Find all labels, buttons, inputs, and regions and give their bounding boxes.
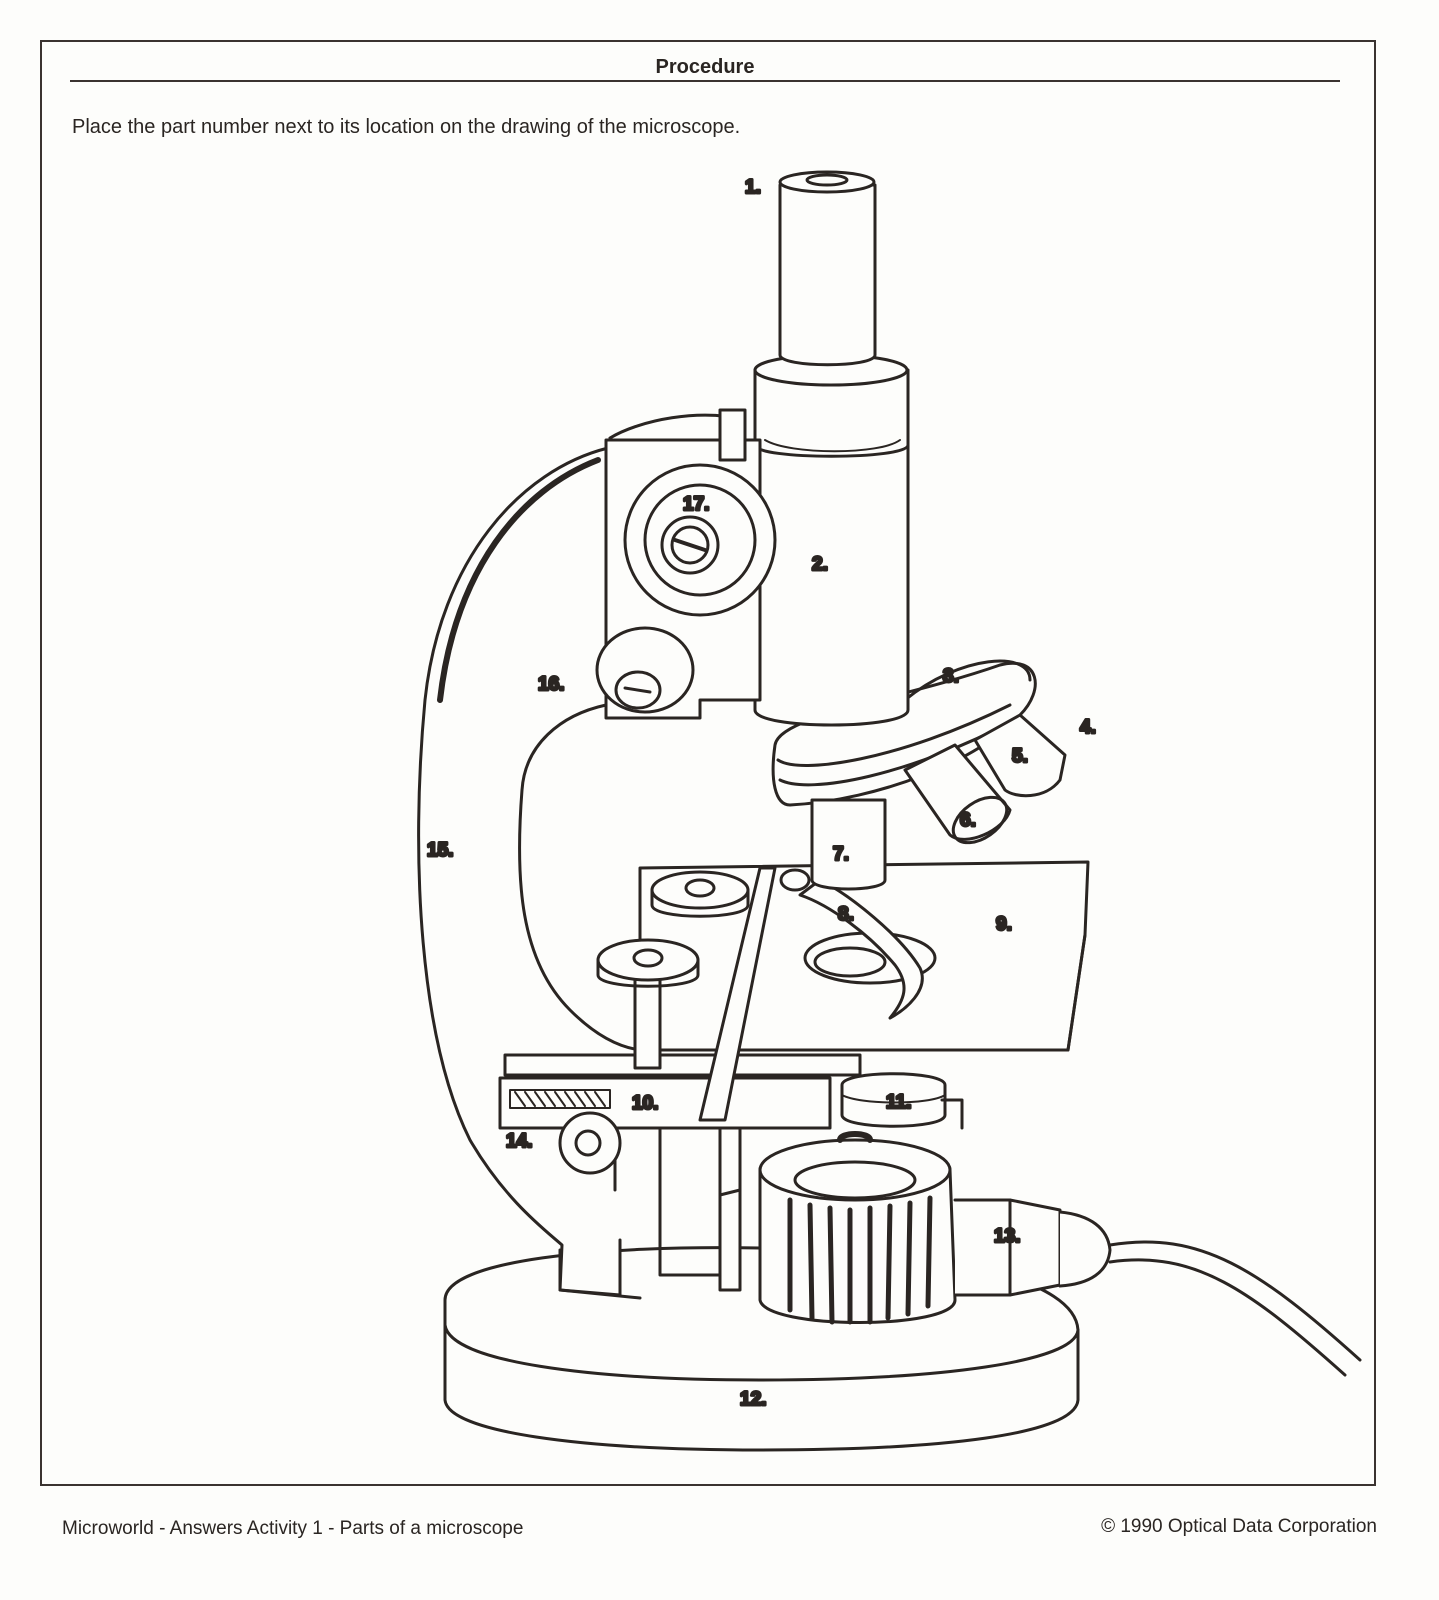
label-7: 7.: [833, 844, 849, 865]
illuminator: [718, 1131, 1112, 1325]
label-12: 12.: [740, 1389, 766, 1410]
instruction-text: Place the part number next to its locati…: [72, 116, 741, 138]
objective-lenses: [810, 713, 1067, 891]
worksheet-frame: [40, 40, 1376, 1486]
footer-activity-title: Microworld - Answers Activity 1 - Parts …: [62, 1518, 524, 1539]
label-16: 16.: [538, 674, 564, 695]
label-5: 5.: [1012, 746, 1028, 767]
stage-knobs: [596, 870, 750, 1070]
label-4: 4.: [1080, 717, 1096, 738]
label-6: 6.: [960, 810, 976, 831]
light-switch-knob: [558, 1111, 622, 1175]
fine-adjustment-knob: [595, 626, 695, 714]
power-cord: [1108, 1240, 1362, 1377]
label-14: 14.: [506, 1131, 532, 1152]
label-2: 2.: [812, 554, 828, 575]
label-11: 11.: [886, 1092, 911, 1113]
eyepiece: [778, 170, 877, 367]
label-9: 9.: [996, 914, 1012, 935]
procedure-heading: Procedure: [655, 56, 755, 78]
label-10: 10.: [632, 1093, 658, 1114]
label-1: 1.: [745, 177, 761, 198]
label-13: 13.: [994, 1226, 1020, 1247]
heading-rule: [70, 80, 1340, 82]
coarse-adjustment-knob: [623, 463, 777, 617]
condenser: [840, 1072, 964, 1130]
label-3: 3.: [943, 666, 959, 687]
label-8: 8.: [838, 904, 854, 925]
slide-holder-arm: [698, 866, 777, 1122]
body-tube: [753, 353, 910, 727]
label-17: 17.: [683, 494, 709, 515]
footer-copyright: © 1990 Optical Data Corporation: [1101, 1516, 1377, 1537]
stage-clip: [779, 868, 924, 1020]
label-15: 15.: [427, 840, 453, 861]
